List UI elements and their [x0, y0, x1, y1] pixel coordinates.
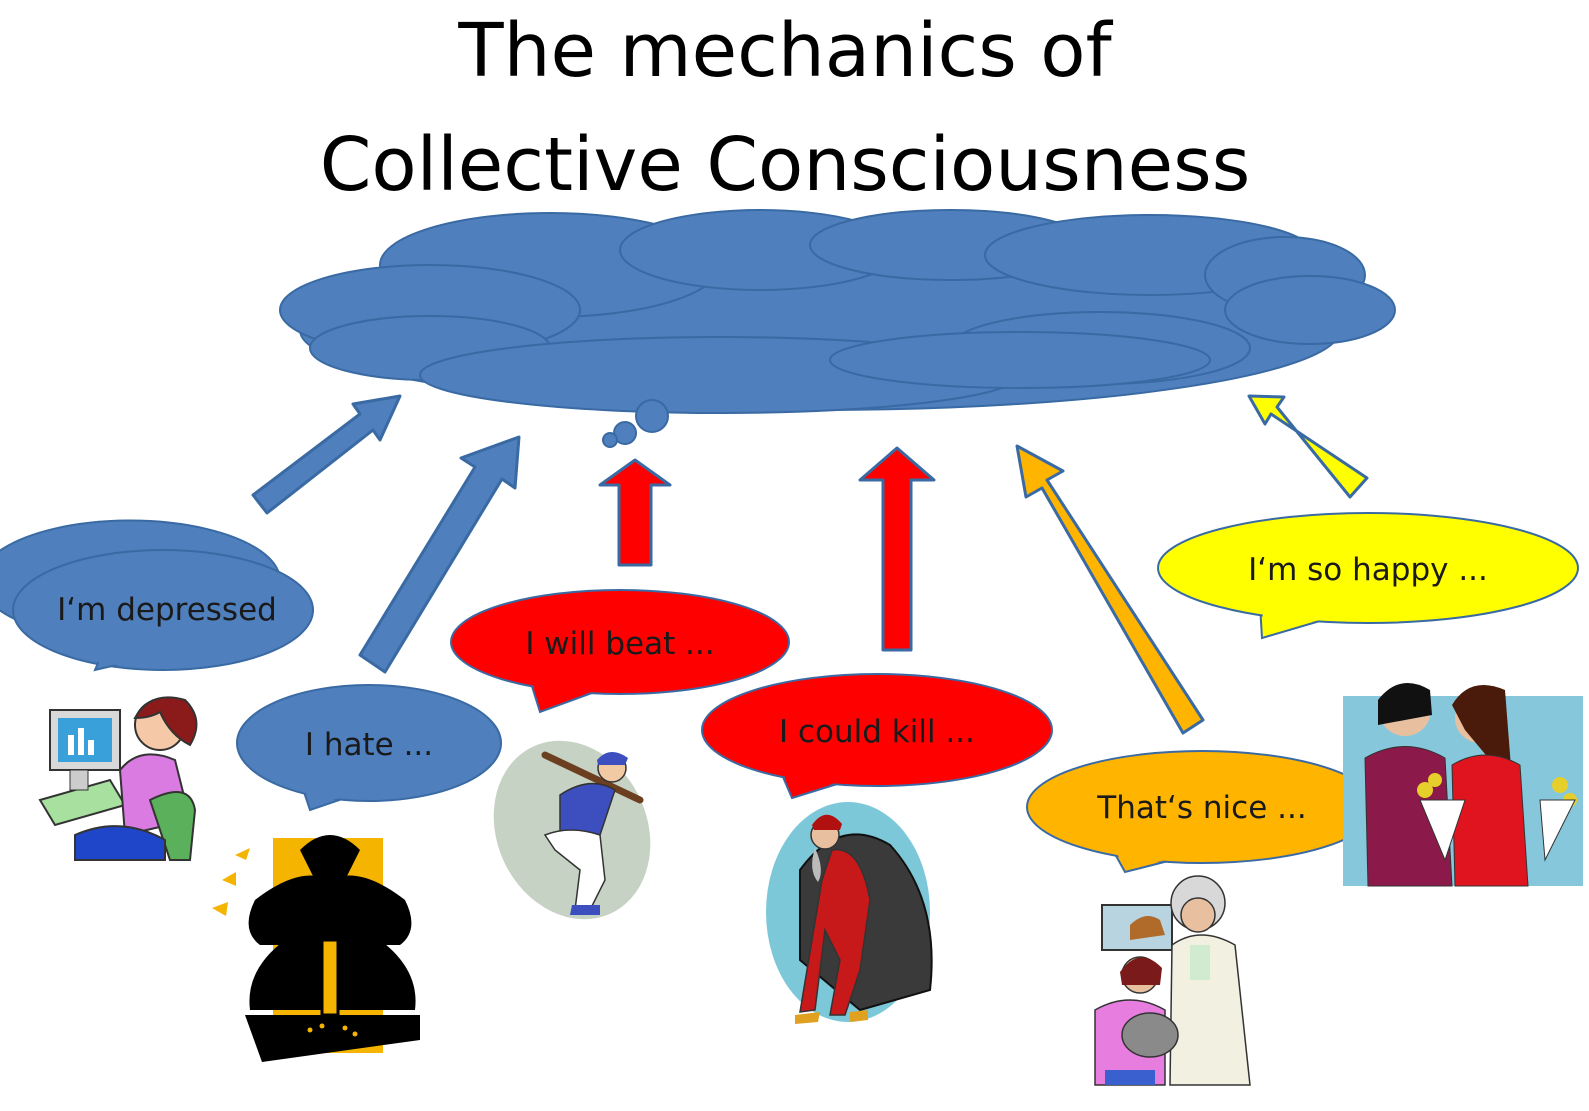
title-line-2: Collective Consciousness — [320, 122, 1251, 208]
vet-with-girl-and-cat-icon — [1094, 875, 1251, 1086]
bubble-beat: I will beat ... — [450, 589, 790, 714]
cloaked-old-man-icon — [766, 802, 933, 1024]
arrow-red-1 — [598, 458, 672, 567]
bubble-nice-text: That‘s nice ... — [1096, 790, 1306, 826]
two-women-with-flowers-icon — [1343, 682, 1583, 887]
bubble-hate-text: I hate ... — [305, 727, 433, 763]
baseball-batter-icon — [493, 740, 651, 920]
bubble-kill: I could kill ... — [701, 673, 1053, 800]
arrow-red-2 — [858, 446, 936, 652]
arrow-blue-2 — [358, 435, 521, 674]
title-line-1: The mechanics of — [457, 8, 1113, 94]
thought-bubble-dots — [602, 399, 669, 448]
bubble-happy-text: I‘m so happy ... — [1248, 552, 1488, 588]
arrow-blue-1 — [251, 394, 402, 515]
cloud-shape — [279, 209, 1396, 414]
bubble-depressed: I‘m depressed — [0, 519, 314, 672]
bubble-beat-text: I will beat ... — [525, 626, 714, 662]
woman-at-computer-icon — [38, 696, 198, 861]
arrow-yellow — [1247, 394, 1369, 499]
bubble-depressed-text: I‘m depressed — [57, 592, 277, 628]
arrow-orange — [1015, 444, 1205, 735]
jackhammer-worker-icon — [212, 835, 420, 1062]
bubble-kill-text: I could kill ... — [779, 714, 975, 750]
bubble-happy: I‘m so happy ... — [1157, 512, 1579, 640]
bubble-nice: That‘s nice ... — [1026, 750, 1378, 874]
bubble-hate: I hate ... — [236, 684, 502, 812]
